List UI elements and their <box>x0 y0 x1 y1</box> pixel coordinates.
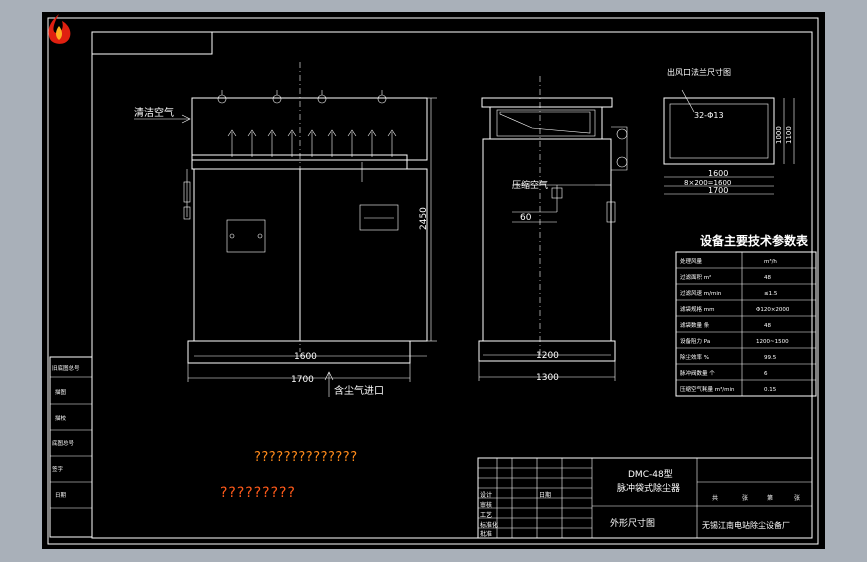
spec-row-0-label: 处理风量 <box>680 257 703 265</box>
top-left-box <box>91 31 213 55</box>
spec-row-3-label: 滤袋规格 mm <box>680 305 714 313</box>
label-clean-air: 清洁空气 <box>134 106 174 119</box>
spec-row-1-label: 过滤面积 m² <box>680 273 711 281</box>
spec-row-7-value: 6 <box>764 371 768 377</box>
title-company: 无锡江南电站除尘设备厂 <box>702 520 790 530</box>
spec-row-4-label: 滤袋数量 条 <box>680 321 710 329</box>
front-view <box>134 62 437 397</box>
left-revision-block <box>49 356 93 538</box>
left-row-4: 签字 <box>52 465 64 473</box>
spec-row-6-label: 除尘效率 % <box>680 353 709 361</box>
drawing-sheet: 清洁空气 含尘气进口 1600 1700 2450 压缩空气 60 1200 <box>42 12 825 549</box>
title-name: 脉冲袋式除尘器 <box>617 482 680 494</box>
flame-logo-icon <box>48 14 71 44</box>
flange-view <box>663 89 795 195</box>
inner-frame <box>91 31 813 539</box>
spec-row-3-value: Φ120×2000 <box>756 307 790 313</box>
role-date: 日期 <box>539 491 551 499</box>
spec-row-8-value: 0.15 <box>764 387 777 393</box>
title-block <box>477 457 813 539</box>
role-approve: 批准 <box>480 530 492 538</box>
spec-row-0-value: m³/h <box>764 258 777 265</box>
left-row-0: 旧底图总号 <box>52 364 80 372</box>
dim-side-outer: 1300 <box>536 373 559 383</box>
dim-front-height: 2450 <box>419 207 429 230</box>
flange-title: 出风口法兰尺寸图 <box>667 67 731 77</box>
role-check: 审核 <box>480 501 492 509</box>
spec-row-8-label: 压缩空气耗量 m³/min <box>680 385 735 393</box>
role-design: 设计 <box>480 491 492 499</box>
flange-holes: 32-Φ13 <box>694 111 724 120</box>
left-row-5: 日期 <box>55 492 67 499</box>
dim-front-inner: 1600 <box>294 352 317 362</box>
title-model: DMC-48型 <box>628 469 673 480</box>
spec-row-1-value: 48 <box>764 275 771 281</box>
spec-row-2-label: 过滤风速 m/min <box>680 289 722 297</box>
left-row-2: 描校 <box>55 414 67 422</box>
flange-dim-spacing: 8×200=1600 <box>684 179 731 187</box>
spec-row-4-value: 48 <box>764 323 771 329</box>
sheet-c: 第 <box>767 494 773 502</box>
spec-row-6-value: 99.5 <box>764 355 777 361</box>
watermark-text-2: ????????? <box>220 485 296 501</box>
sheet-b: 张 <box>742 494 748 502</box>
left-row-1: 描图 <box>55 388 67 396</box>
title-drawing: 外形尺寸图 <box>610 517 655 529</box>
role-std: 标准化 <box>480 521 498 529</box>
spec-row-5-value: 1200~1500 <box>756 339 789 345</box>
flange-dim-inner: 1600 <box>708 169 728 178</box>
left-row-3: 底图总号 <box>52 439 75 447</box>
label-compressed-air: 压缩空气 <box>512 179 548 191</box>
flange-dim-h2: 1100 <box>785 126 793 144</box>
flange-dim-outer: 1700 <box>708 186 728 195</box>
role-process: 工艺 <box>480 511 492 519</box>
spec-table <box>675 251 817 397</box>
dim-front-outer: 1700 <box>291 375 314 385</box>
dim-side-inner: 1200 <box>536 351 559 361</box>
sheet-a: 共 <box>712 494 718 502</box>
spec-table-title: 设备主要技术参数表 <box>700 233 809 248</box>
dim-side-60: 60 <box>520 213 532 223</box>
side-view <box>478 76 628 381</box>
spec-row-5-label: 设备阻力 Pa <box>680 337 710 345</box>
label-dust-inlet: 含尘气进口 <box>334 384 384 397</box>
sheet-d: 张 <box>794 494 800 502</box>
outer-frame <box>47 17 819 545</box>
cad-drawing: 清洁空气 含尘气进口 1600 1700 2450 压缩空气 60 1200 <box>47 17 819 545</box>
spec-row-2-value: ≤1.5 <box>764 291 778 297</box>
flange-dim-h1: 1000 <box>775 126 783 144</box>
spec-row-7-label: 脉冲阀数量 个 <box>680 369 715 377</box>
watermark-text-1: ?????????????? <box>254 450 358 465</box>
